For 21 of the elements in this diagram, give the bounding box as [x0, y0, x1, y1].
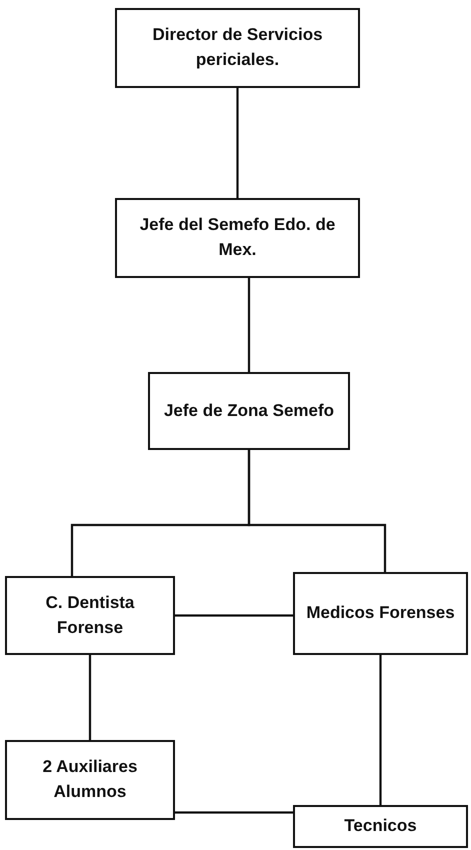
connector-line [379, 655, 382, 805]
node-text: C. Dentista Forense [44, 592, 136, 638]
org-box [5, 740, 175, 820]
org-box [115, 8, 360, 88]
node-text: Jefe de Zona Semefo [164, 400, 334, 422]
org-box [5, 576, 175, 655]
connector-line [248, 450, 386, 572]
node-text: Tecnicos [344, 815, 417, 838]
node-text: Director de Servicios periciales. [151, 24, 324, 71]
connector-line [88, 655, 92, 740]
node-text: 2 Auxiliares Alumnos [42, 756, 138, 803]
connector-line [248, 278, 250, 372]
org-box [293, 572, 468, 655]
org-box [115, 198, 360, 278]
org-box [148, 372, 350, 450]
connector-line [175, 614, 293, 617]
connector-line [175, 811, 293, 814]
connector-line [236, 88, 239, 198]
node-text: Medicos Forenses [306, 602, 455, 624]
node-text: Jefe del Semefo Edo. de Mex. [138, 214, 336, 261]
org-box [293, 805, 468, 848]
